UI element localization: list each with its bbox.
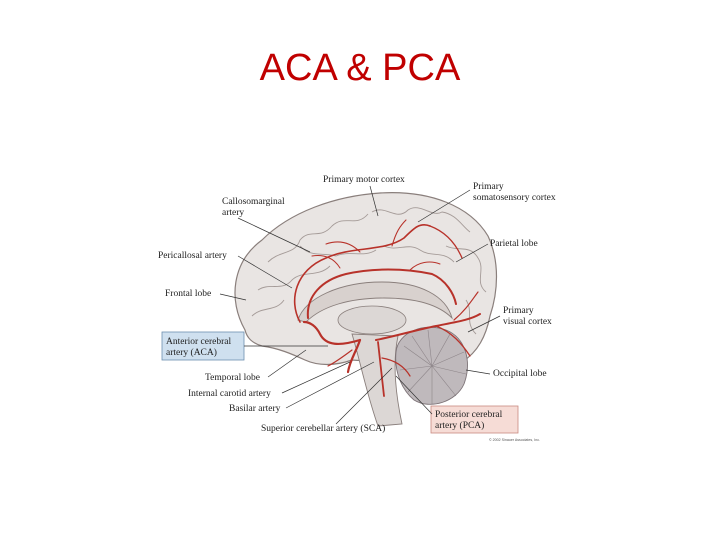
copyright-note: © 2002 Sinauer Associates, Inc.: [489, 438, 540, 442]
label-aca-2: artery (ACA): [166, 347, 217, 358]
gyri-lines: [251, 207, 487, 335]
leader-lines: [219, 185, 501, 425]
label-callosomarginal-1: Callosomarginal: [222, 197, 285, 207]
basilar-artery-path: [377, 341, 385, 397]
label-primary-visual-1: Primary: [503, 306, 534, 316]
sca-artery-path: [381, 357, 411, 377]
arteries: [293, 219, 481, 397]
slide-title: ACA & PCA: [259, 47, 461, 89]
label-basilar: Basilar artery: [229, 404, 281, 414]
internal-carotid-path: [346, 338, 362, 374]
corpus-callosum: [297, 281, 453, 323]
callosomarginal-artery-path: [293, 223, 431, 323]
aca-artery-path: [302, 320, 362, 346]
label-primary-motor: Primary motor cortex: [323, 175, 405, 185]
pericallosal-artery-path: [306, 268, 457, 319]
label-parietal: Parietal lobe: [490, 239, 538, 249]
label-aca-1: Anterior cerebral: [166, 337, 232, 347]
label-frontal: Frontal lobe: [165, 289, 211, 299]
label-primary-somato-2: somatosensory cortex: [473, 193, 556, 203]
pca-label-box: [430, 405, 519, 434]
label-callosomarginal-2: artery: [222, 208, 244, 218]
brainstem: [351, 333, 403, 427]
label-temporal: Temporal lobe: [205, 373, 260, 383]
label-primary-visual-2: visual cortex: [503, 317, 552, 327]
label-internal-carotid: Internal carotid artery: [188, 389, 271, 399]
label-pca-1: Posterior cerebral: [435, 410, 503, 420]
label-pca-2: artery (PCA): [435, 420, 484, 431]
label-primary-somato-1: Primary: [473, 182, 504, 192]
label-occipital: Occipital lobe: [493, 369, 547, 379]
aca-label-box: [161, 331, 245, 361]
label-sca: Superior cerebellar artery (SCA): [261, 423, 385, 434]
label-pericallosal: Pericallosal artery: [158, 251, 227, 261]
thalamus: [337, 305, 407, 335]
cerebellum-folia: [399, 329, 467, 404]
